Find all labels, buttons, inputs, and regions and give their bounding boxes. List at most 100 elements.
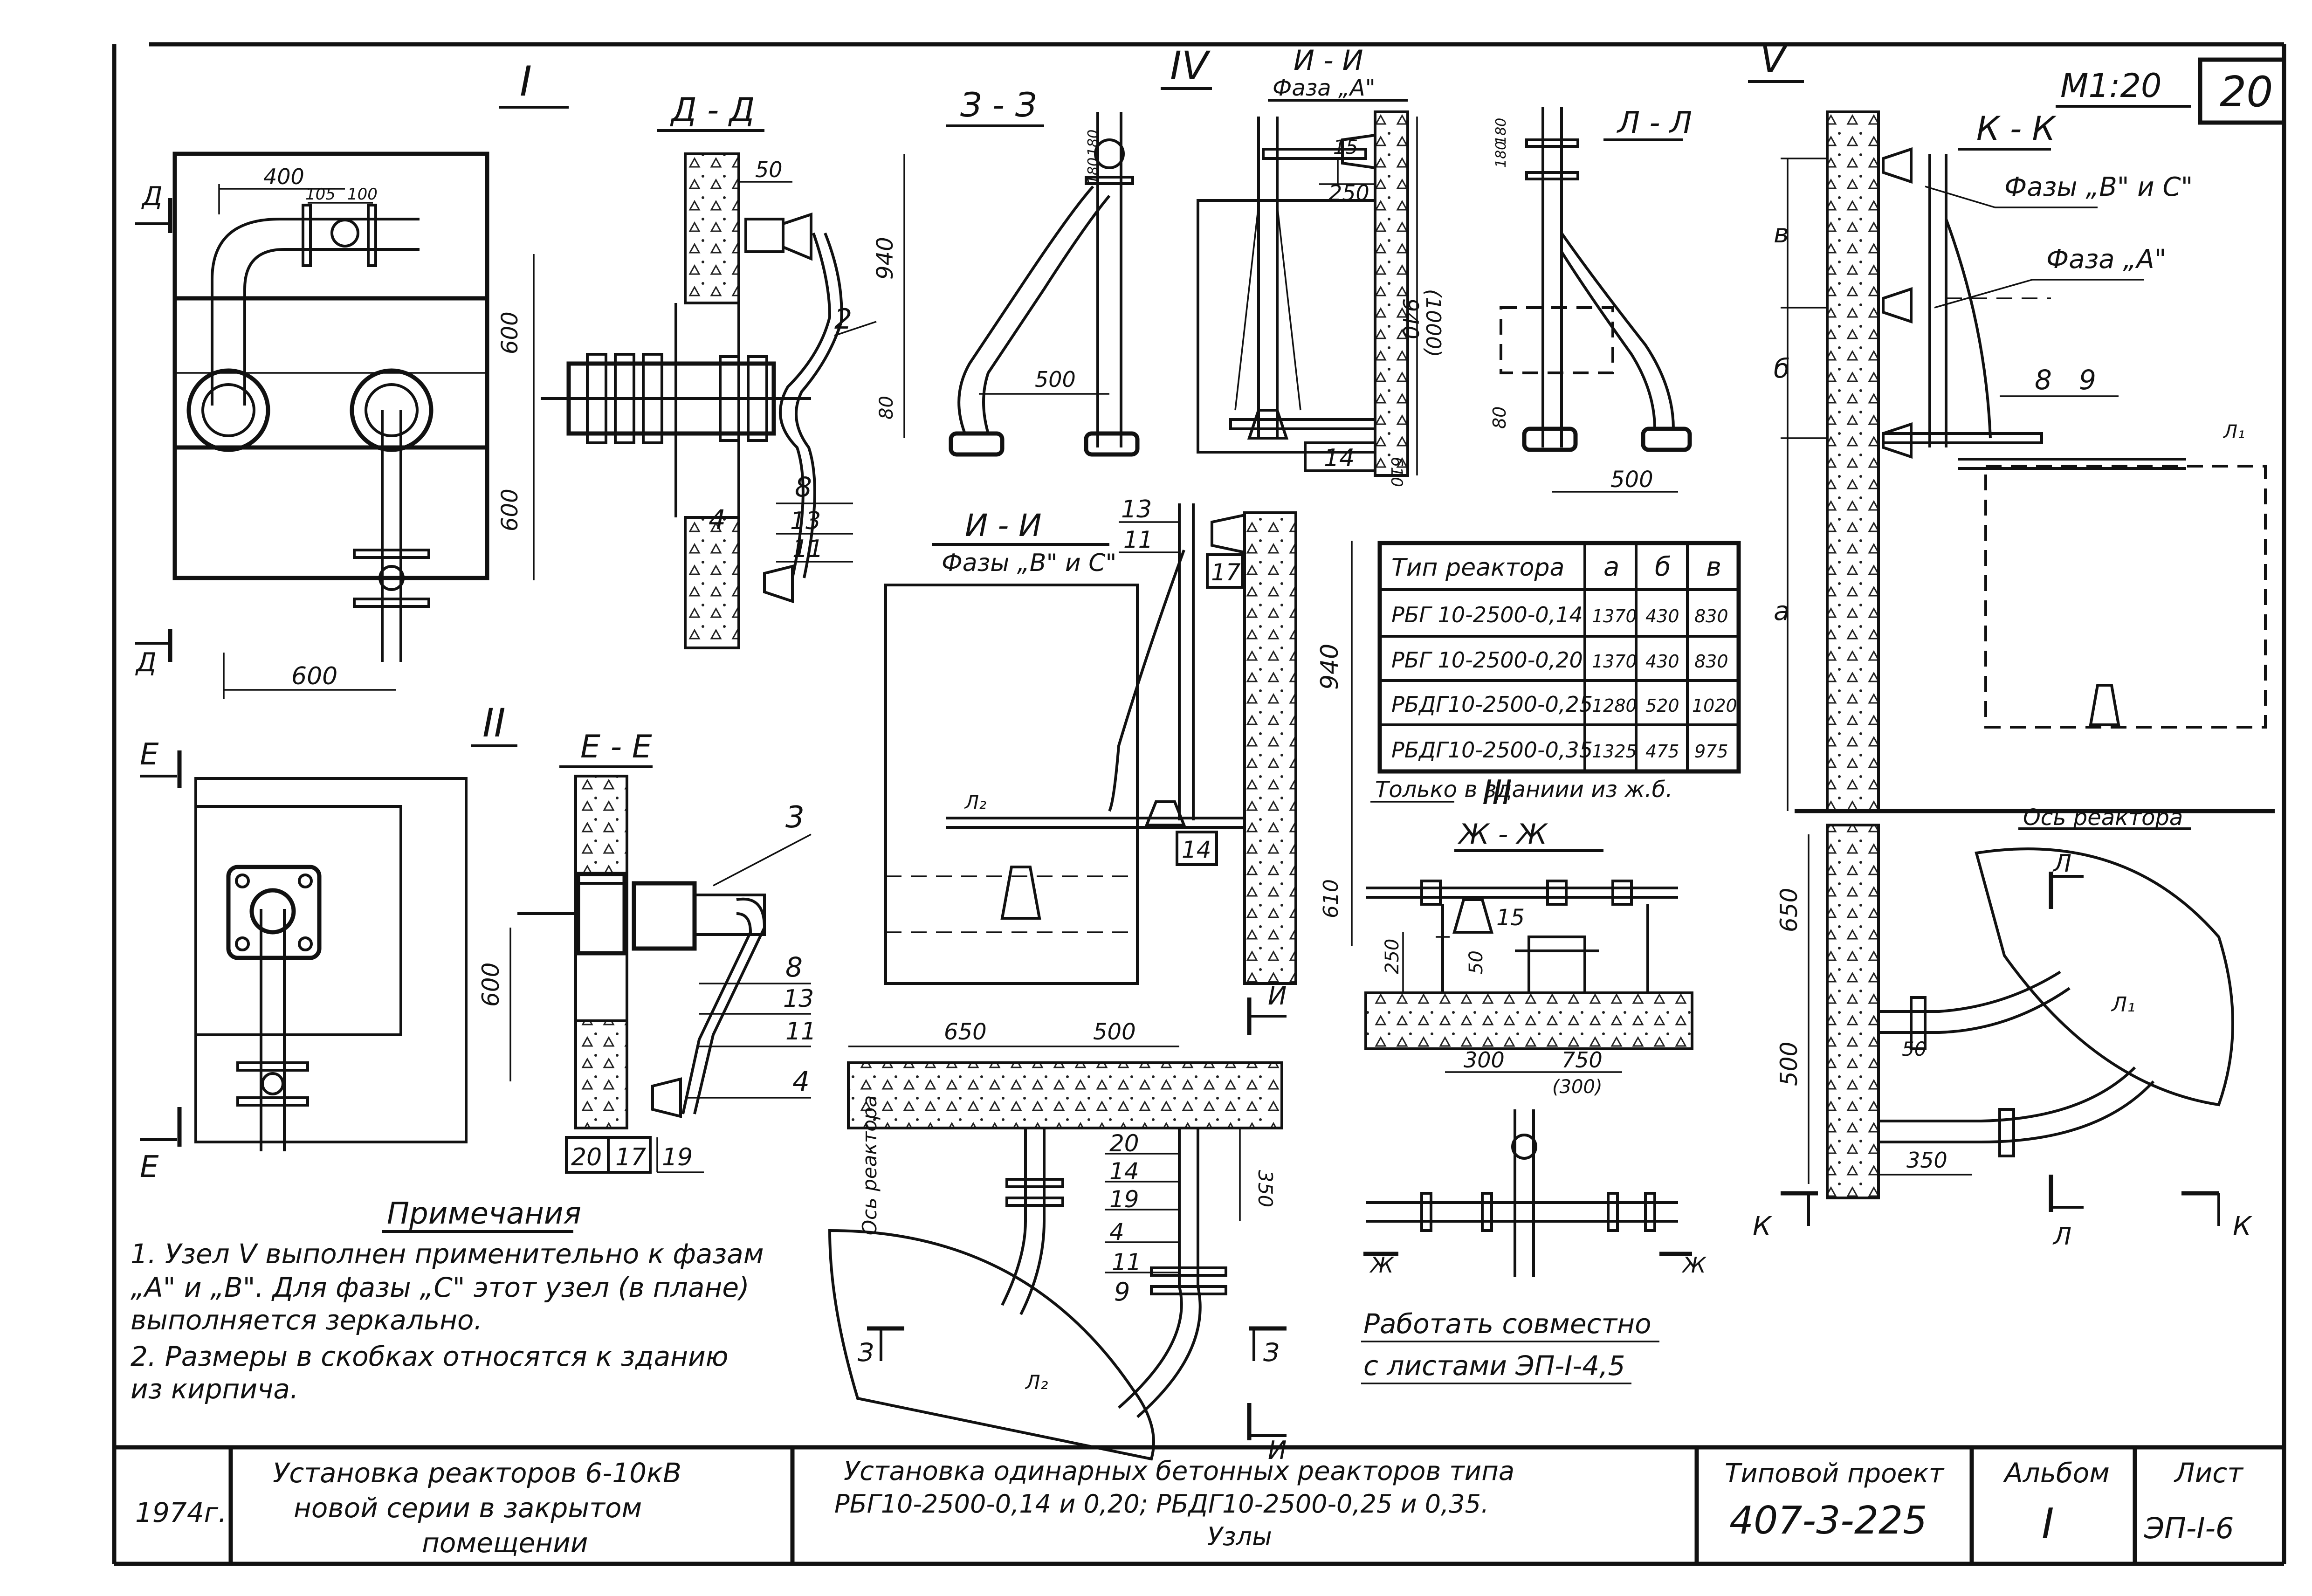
svg-text:РБГ10-2500-0,14 и 0,20; РБДГ10: РБГ10-2500-0,14 и 0,20; РБДГ10-2500-0,25… xyxy=(834,1489,1489,1519)
svg-text:З: З xyxy=(1263,1338,1280,1367)
svg-text:Л₁: Л₁ xyxy=(2223,421,2245,443)
svg-text:Ж: Ж xyxy=(1681,1252,1707,1278)
table-row: РБДГ10-2500-0,25 1280 520 1020 xyxy=(1391,692,1737,717)
svg-text:И: И xyxy=(1268,1436,1287,1465)
svg-text:б: б xyxy=(1774,354,1790,384)
svg-text:300: 300 xyxy=(1464,1047,1505,1073)
svg-text:1325: 1325 xyxy=(1592,741,1637,762)
title-block: 1974г. Установка реакторов 6-10кВ новой … xyxy=(114,1445,2284,1564)
svg-text:Ось реактора: Ось реактора xyxy=(2023,805,2183,831)
svg-text:600: 600 xyxy=(497,488,523,531)
svg-text:Ось реактора: Ось реактора xyxy=(858,1095,881,1235)
svg-text:11: 11 xyxy=(785,1018,816,1046)
svg-text:80: 80 xyxy=(876,396,897,420)
svg-text:3: 3 xyxy=(785,800,805,835)
node-4-title: IV xyxy=(1170,43,1211,89)
section-ii-phase-bc: И - И Фазы „В" и С" Л₂ 940 610 13 11 17 … xyxy=(884,495,1353,985)
svg-text:500: 500 xyxy=(1775,1042,1803,1086)
svg-text:830: 830 xyxy=(1694,651,1728,672)
svg-text:600: 600 xyxy=(477,963,504,1007)
svg-text:610: 610 xyxy=(1319,879,1343,918)
svg-text:11: 11 xyxy=(1112,1249,1142,1276)
project-number: 407-3-225 xyxy=(1729,1499,1927,1543)
svg-text:520: 520 xyxy=(1645,695,1679,716)
svg-text:РБДГ10-2500-0,35: РБДГ10-2500-0,35 xyxy=(1391,737,1593,763)
table-row: РБДГ10-2500-0,35 1325 475 975 xyxy=(1391,737,1728,763)
bushing-insulator xyxy=(541,353,811,444)
svg-text:500: 500 xyxy=(1610,467,1653,493)
svg-text:430: 430 xyxy=(1645,606,1679,626)
svg-text:8: 8 xyxy=(795,471,812,503)
svg-text:250: 250 xyxy=(1328,180,1369,206)
svg-text:1370: 1370 xyxy=(1592,651,1637,672)
svg-text:Л₂: Л₂ xyxy=(964,792,986,813)
svg-text:50: 50 xyxy=(755,157,783,182)
notes-heading: Примечания xyxy=(387,1197,581,1231)
svg-text:500: 500 xyxy=(1093,1019,1136,1045)
svg-text:1280: 1280 xyxy=(1592,695,1637,716)
svg-text:180: 180 xyxy=(1085,158,1101,184)
svg-text:20: 20 xyxy=(571,1143,602,1171)
svg-text:15: 15 xyxy=(1333,136,1358,158)
svg-text:50: 50 xyxy=(1902,1038,1927,1060)
svg-text:250: 250 xyxy=(1382,939,1403,974)
table-row: РБГ 10-2500-0,14 1370 430 830 xyxy=(1391,602,1728,627)
svg-text:11: 11 xyxy=(1123,526,1153,553)
svg-text:Л: Л xyxy=(2052,850,2071,878)
svg-text:8: 8 xyxy=(785,951,803,983)
svg-text:19: 19 xyxy=(1109,1186,1139,1213)
svg-text:11: 11 xyxy=(792,535,823,563)
node-5-title: V xyxy=(1760,36,1789,82)
svg-text:Л - Л: Л - Л xyxy=(1617,106,1692,140)
svg-text:I: I xyxy=(2042,1500,2054,1548)
node-2-title: II xyxy=(482,700,506,746)
svg-text:650: 650 xyxy=(1775,888,1803,932)
svg-text:15: 15 xyxy=(1496,905,1525,931)
svg-text:9: 9 xyxy=(1114,1277,1130,1307)
section-ee: Е - Е 600 3 8 13 11 4 20 17 19 xyxy=(477,729,816,1174)
svg-text:Л: Л xyxy=(2052,1223,2071,1251)
table-row: РБГ 10-2500-0,20 1370 430 830 xyxy=(1391,647,1728,673)
svg-text:50: 50 xyxy=(1466,950,1487,974)
svg-text:500: 500 xyxy=(1035,367,1076,392)
section-ii-phase-a: IV И - И Фаза „А" 15 250 940 (1000) 610 … xyxy=(1161,43,1445,487)
svg-text:13: 13 xyxy=(1121,495,1152,523)
svg-text:Е - Е: Е - Е xyxy=(580,729,652,765)
svg-text:выполняется зеркально.: выполняется зеркально. xyxy=(131,1304,482,1336)
svg-text:13: 13 xyxy=(790,507,821,535)
svg-text:750: 750 xyxy=(1562,1047,1603,1073)
svg-text:180: 180 xyxy=(1493,141,1509,168)
svg-text:а: а xyxy=(1603,552,1619,582)
svg-text:(300): (300) xyxy=(1552,1076,1603,1098)
svg-text:Фаза „А": Фаза „А" xyxy=(2046,244,2167,275)
svg-text:14: 14 xyxy=(1109,1158,1139,1185)
svg-text:И - И: И - И xyxy=(965,508,1042,543)
section-dd: Д - Д 50 2 8 13 11 4 xyxy=(541,91,877,649)
svg-text:(1000): (1000) xyxy=(1421,289,1445,357)
svg-text:Установка реакторов 6-10кВ: Установка реакторов 6-10кВ xyxy=(273,1457,681,1489)
svg-text:350: 350 xyxy=(1906,1148,1947,1173)
svg-text:Д: Д xyxy=(141,181,163,212)
svg-text:Л₂: Л₂ xyxy=(1025,1371,1048,1394)
node-3-title: III xyxy=(1482,773,1512,812)
node-5-plan: Л₁ 650 500 50 350 Л Л К К xyxy=(1753,824,2252,1251)
svg-text:К: К xyxy=(2233,1211,2252,1242)
svg-text:350: 350 xyxy=(1254,1170,1277,1207)
svg-text:2. Размеры в скобках относятся: 2. Размеры в скобках относятся к зданию xyxy=(131,1341,729,1372)
svg-text:Д - Д: Д - Д xyxy=(670,91,755,129)
svg-text:14: 14 xyxy=(1182,836,1211,863)
notes: Примечания 1. Узел V выполнен применител… xyxy=(131,1197,764,1405)
svg-text:610: 610 xyxy=(1387,457,1406,487)
svg-text:17: 17 xyxy=(1211,559,1241,586)
svg-text:940: 940 xyxy=(1316,644,1344,690)
svg-text:З: З xyxy=(858,1338,874,1367)
svg-text:100: 100 xyxy=(347,185,378,204)
node-2-plan: Е Е II xyxy=(140,700,517,1184)
svg-text:Типовой проект: Типовой проект xyxy=(1725,1458,1945,1489)
svg-text:4: 4 xyxy=(709,504,726,536)
svg-text:РБДГ10-2500-0,25: РБДГ10-2500-0,25 xyxy=(1391,692,1593,717)
svg-text:17: 17 xyxy=(615,1143,646,1171)
svg-text:600: 600 xyxy=(497,311,523,354)
svg-text:Д: Д xyxy=(135,647,157,678)
